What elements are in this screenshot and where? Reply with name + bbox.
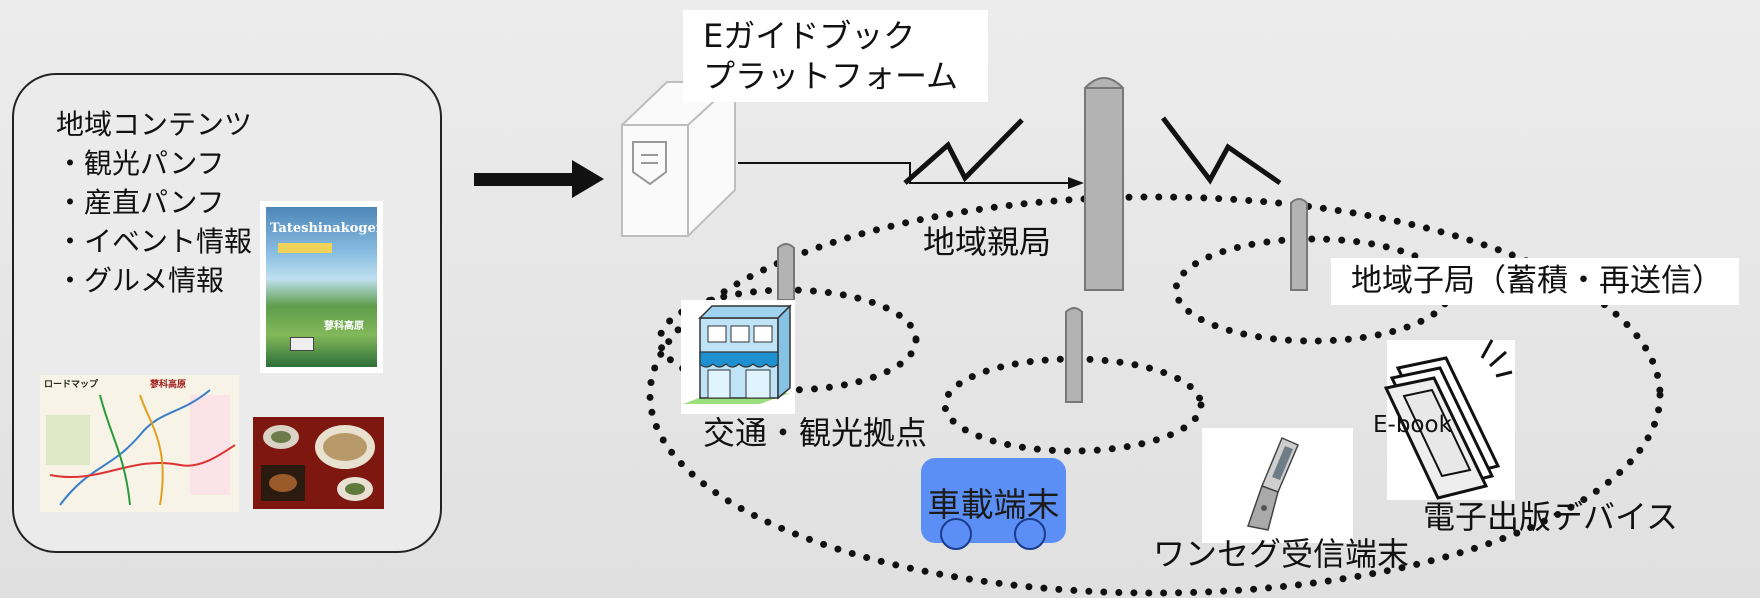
transport-hub-label: 交通・観光拠点 [703, 414, 928, 452]
brochure-title: Tateshinakogen [270, 221, 383, 236]
relay-tower-right [1290, 198, 1308, 291]
content-item-products: ・産直パンフ [56, 186, 225, 219]
brochure-subtitle: 蓼科高原 [324, 321, 364, 332]
platform-label-line1: Eガイドブック [703, 17, 916, 55]
parent-station-label: 地域親局 [923, 223, 1052, 261]
signal-bolt-left [903, 118, 1024, 185]
map-roads [46, 389, 236, 506]
relay-tower-center [1065, 307, 1083, 403]
vehicle-terminal-label: 車載端末 [927, 485, 1060, 524]
content-item-tourism: ・観光パンフ [56, 147, 225, 180]
gourmet-image [253, 417, 384, 509]
ebook-tag: E-book [1373, 412, 1452, 438]
store-icon [681, 300, 795, 414]
child-station-label: 地域子局（蓄積・再送信） [1331, 258, 1739, 305]
brochure-image: Tateshinakogen 蓼科高原 [260, 201, 383, 373]
content-item-events: ・イベント情報 [56, 225, 253, 258]
content-title: 地域コンテンツ [56, 108, 253, 141]
epub-device-label: 電子出版デバイス [1423, 498, 1679, 536]
vehicle-wheel-left [940, 518, 972, 550]
flow-arrow [474, 160, 604, 198]
ebook-device-icon [1383, 339, 1515, 500]
relay-tower-left [777, 243, 795, 301]
content-item-gourmet: ・グルメ情報 [56, 264, 225, 297]
food-dishes [253, 417, 384, 509]
oneseg-label: ワンセグ受信端末 [1153, 535, 1410, 573]
signal-bolt-right [1161, 116, 1282, 186]
platform-label: Eガイドブック プラットフォーム [683, 10, 989, 102]
map-subtitle: 蓼科高原 [150, 380, 187, 390]
map-title: ロードマップ [44, 380, 99, 390]
vehicle-wheel-right [1014, 518, 1046, 550]
uplink-line [738, 162, 1084, 189]
parent-station-tower [1084, 77, 1124, 291]
large-coverage-area [646, 193, 1664, 597]
server-icon [621, 81, 736, 237]
platform-label-line2: プラットフォーム [703, 57, 959, 95]
road-map-image: ロードマップ 蓼科高原 [40, 375, 239, 512]
content-list: 地域コンテンツ ・観光パンフ ・産直パンフ ・イベント情報 ・グルメ情報 [56, 105, 252, 300]
flip-phone-icon [1202, 428, 1353, 543]
